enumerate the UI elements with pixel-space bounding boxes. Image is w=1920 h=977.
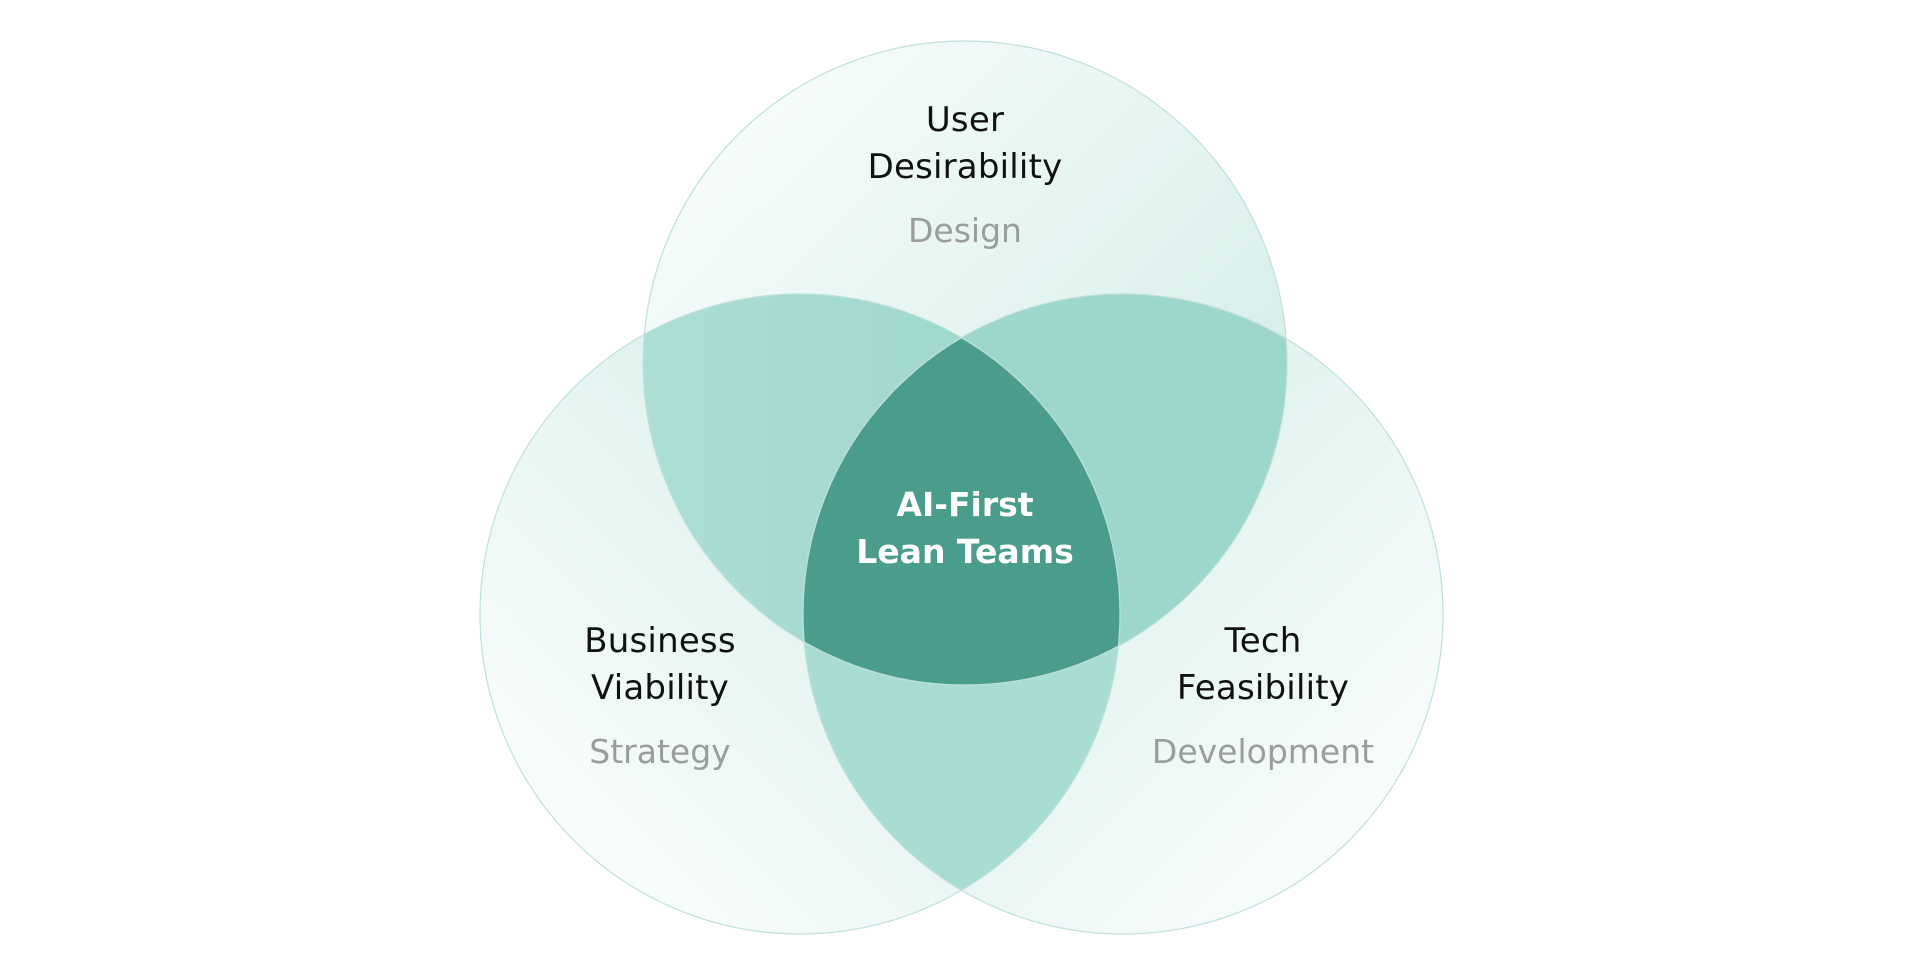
subtitle: Strategy — [589, 732, 731, 771]
center-line-2: Lean Teams — [856, 532, 1074, 571]
title-line-2: Desirability — [867, 147, 1063, 187]
center-line-1: AI-First — [896, 485, 1034, 524]
outline-top — [642, 40, 1288, 686]
title-line-2: Viability — [591, 668, 729, 708]
label-business-viability: Business Viability Strategy — [584, 618, 736, 775]
title-line-1: User — [925, 100, 1005, 140]
subtitle: Design — [908, 211, 1022, 250]
label-user-desirability: User Desirability Design — [868, 97, 1063, 254]
label-center-ai-first-lean-teams: AI-First Lean Teams — [856, 481, 1073, 575]
outline-right — [802, 293, 1444, 935]
outline-left — [479, 293, 1121, 935]
title-line-1: Business — [584, 621, 736, 661]
label-tech-feasibility: Tech Feasibility Development — [1152, 618, 1374, 775]
subtitle: Development — [1151, 732, 1375, 771]
title-line-1: Tech — [1224, 621, 1302, 661]
title-line-2: Feasibility — [1176, 668, 1350, 708]
overlap-center — [803, 294, 1120, 685]
